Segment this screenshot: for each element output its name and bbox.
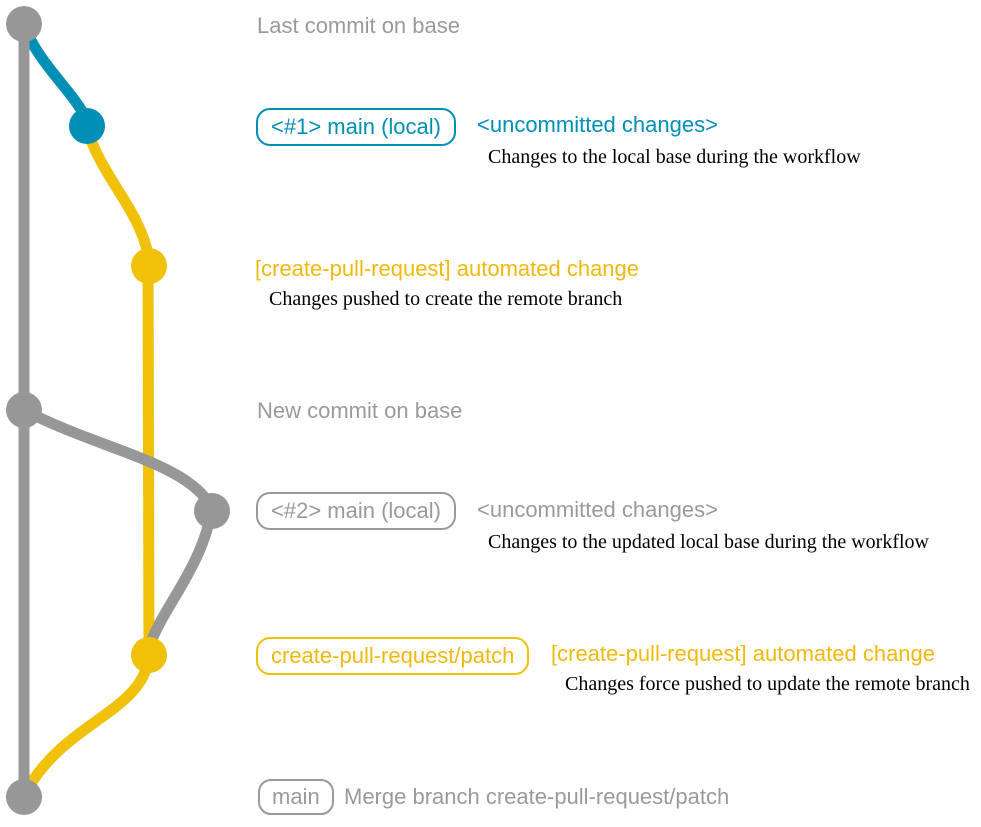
uncommitted-changes-1-desc: Changes to the local base during the wor…	[488, 146, 861, 168]
branch-badge-main: main	[258, 779, 334, 815]
commit-dot-merge	[6, 779, 42, 815]
commit-dot-new-base	[6, 392, 42, 428]
uncommitted-changes-1-title: <uncommitted changes>	[477, 112, 718, 137]
new-commit-label: New commit on base	[257, 398, 463, 423]
commit-dot-automated-2	[131, 637, 167, 673]
local-branch-2-line	[18, 404, 218, 648]
branch-badge-main-local-2: <#2> main (local)	[256, 492, 456, 530]
automated-change-2-desc: Changes force pushed to update the remot…	[565, 673, 970, 695]
commit-dot-last-base	[6, 6, 42, 42]
automated-change-1-title: [create-pull-request] automated change	[255, 256, 640, 281]
commit-dot-local-1	[69, 108, 105, 144]
automated-change-2-title: [create-pull-request] automated change	[551, 641, 936, 666]
pr-merge-line	[20, 652, 155, 798]
commit-dot-automated-1	[131, 248, 167, 284]
commit-dot-local-2	[194, 493, 230, 529]
branch-badge-main-local-1: <#1> main (local)	[256, 108, 456, 146]
uncommitted-changes-2-desc: Changes to the updated local base during…	[488, 531, 929, 553]
local-branch-1-line	[18, 20, 92, 124]
pr-branch-line	[81, 122, 155, 661]
last-commit-label: Last commit on base	[257, 13, 460, 38]
branch-badge-patch: create-pull-request/patch	[256, 637, 530, 675]
uncommitted-changes-2-title: <uncommitted changes>	[477, 497, 718, 522]
automated-change-1-desc: Changes pushed to create the remote bran…	[269, 288, 623, 310]
merge-commit-label: Merge branch create-pull-request/patch	[344, 784, 730, 809]
